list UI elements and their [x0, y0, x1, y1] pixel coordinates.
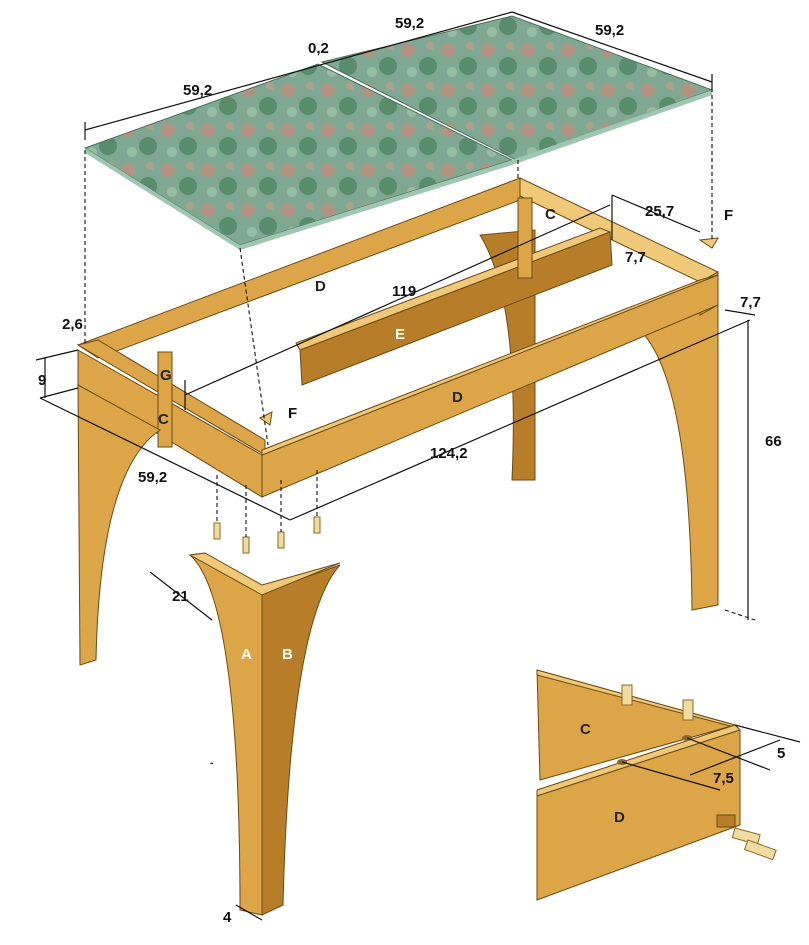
- dim-detail-dowel-edge: 5: [777, 745, 785, 762]
- part-label-c-front: C: [158, 411, 169, 428]
- dim-glass-depth: 59,2: [595, 22, 624, 39]
- dim-leg-offset: 9: [38, 372, 46, 389]
- part-label-e-brace: E: [395, 326, 405, 343]
- glass-top: [83, 15, 714, 250]
- part-label-d-front: D: [452, 389, 463, 406]
- part-label-g-block: G: [160, 367, 172, 384]
- frame: [76, 177, 720, 498]
- part-label-detail-c: C: [580, 721, 591, 738]
- dim-leg-width: 21: [172, 588, 189, 605]
- dim-brace-offset: 25,7: [645, 203, 674, 220]
- part-label-f-front: F: [288, 405, 297, 422]
- dowels: [213, 516, 321, 554]
- part-label-d-back: D: [315, 278, 326, 295]
- front-left-leg: [77, 384, 161, 666]
- part-label-c-back: C: [545, 206, 556, 223]
- dim-glass-right-width: 59,2: [395, 15, 424, 32]
- dimension-lines: [35, 11, 801, 921]
- part-label-detail-d: D: [614, 809, 625, 826]
- stray-mark: -: [210, 758, 213, 769]
- dim-apron-height-back: 7,7: [625, 249, 646, 266]
- part-label-leg-b: B: [282, 646, 293, 663]
- dim-detail-dowel-spacing: 7,5: [713, 770, 734, 787]
- dim-glass-gap: 0,2: [308, 40, 329, 57]
- dim-leg-foot: 4: [223, 909, 232, 926]
- part-label-leg-a: A: [241, 646, 252, 663]
- dim-apron-height-right: 7,7: [740, 294, 761, 311]
- dim-inner-length: 119: [392, 283, 416, 300]
- part-label-f-back: F: [724, 207, 733, 224]
- dim-apron-thickness: 2,6: [62, 316, 83, 333]
- dim-table-height: 66: [765, 433, 782, 450]
- dim-frame-depth: 59,2: [138, 469, 167, 486]
- back-right-leg: [639, 289, 719, 611]
- joint-detail: [536, 669, 777, 901]
- dim-glass-left-width: 59,2: [183, 82, 212, 99]
- dim-frame-length: 124,2: [430, 445, 468, 462]
- exploded-leg: [188, 552, 341, 916]
